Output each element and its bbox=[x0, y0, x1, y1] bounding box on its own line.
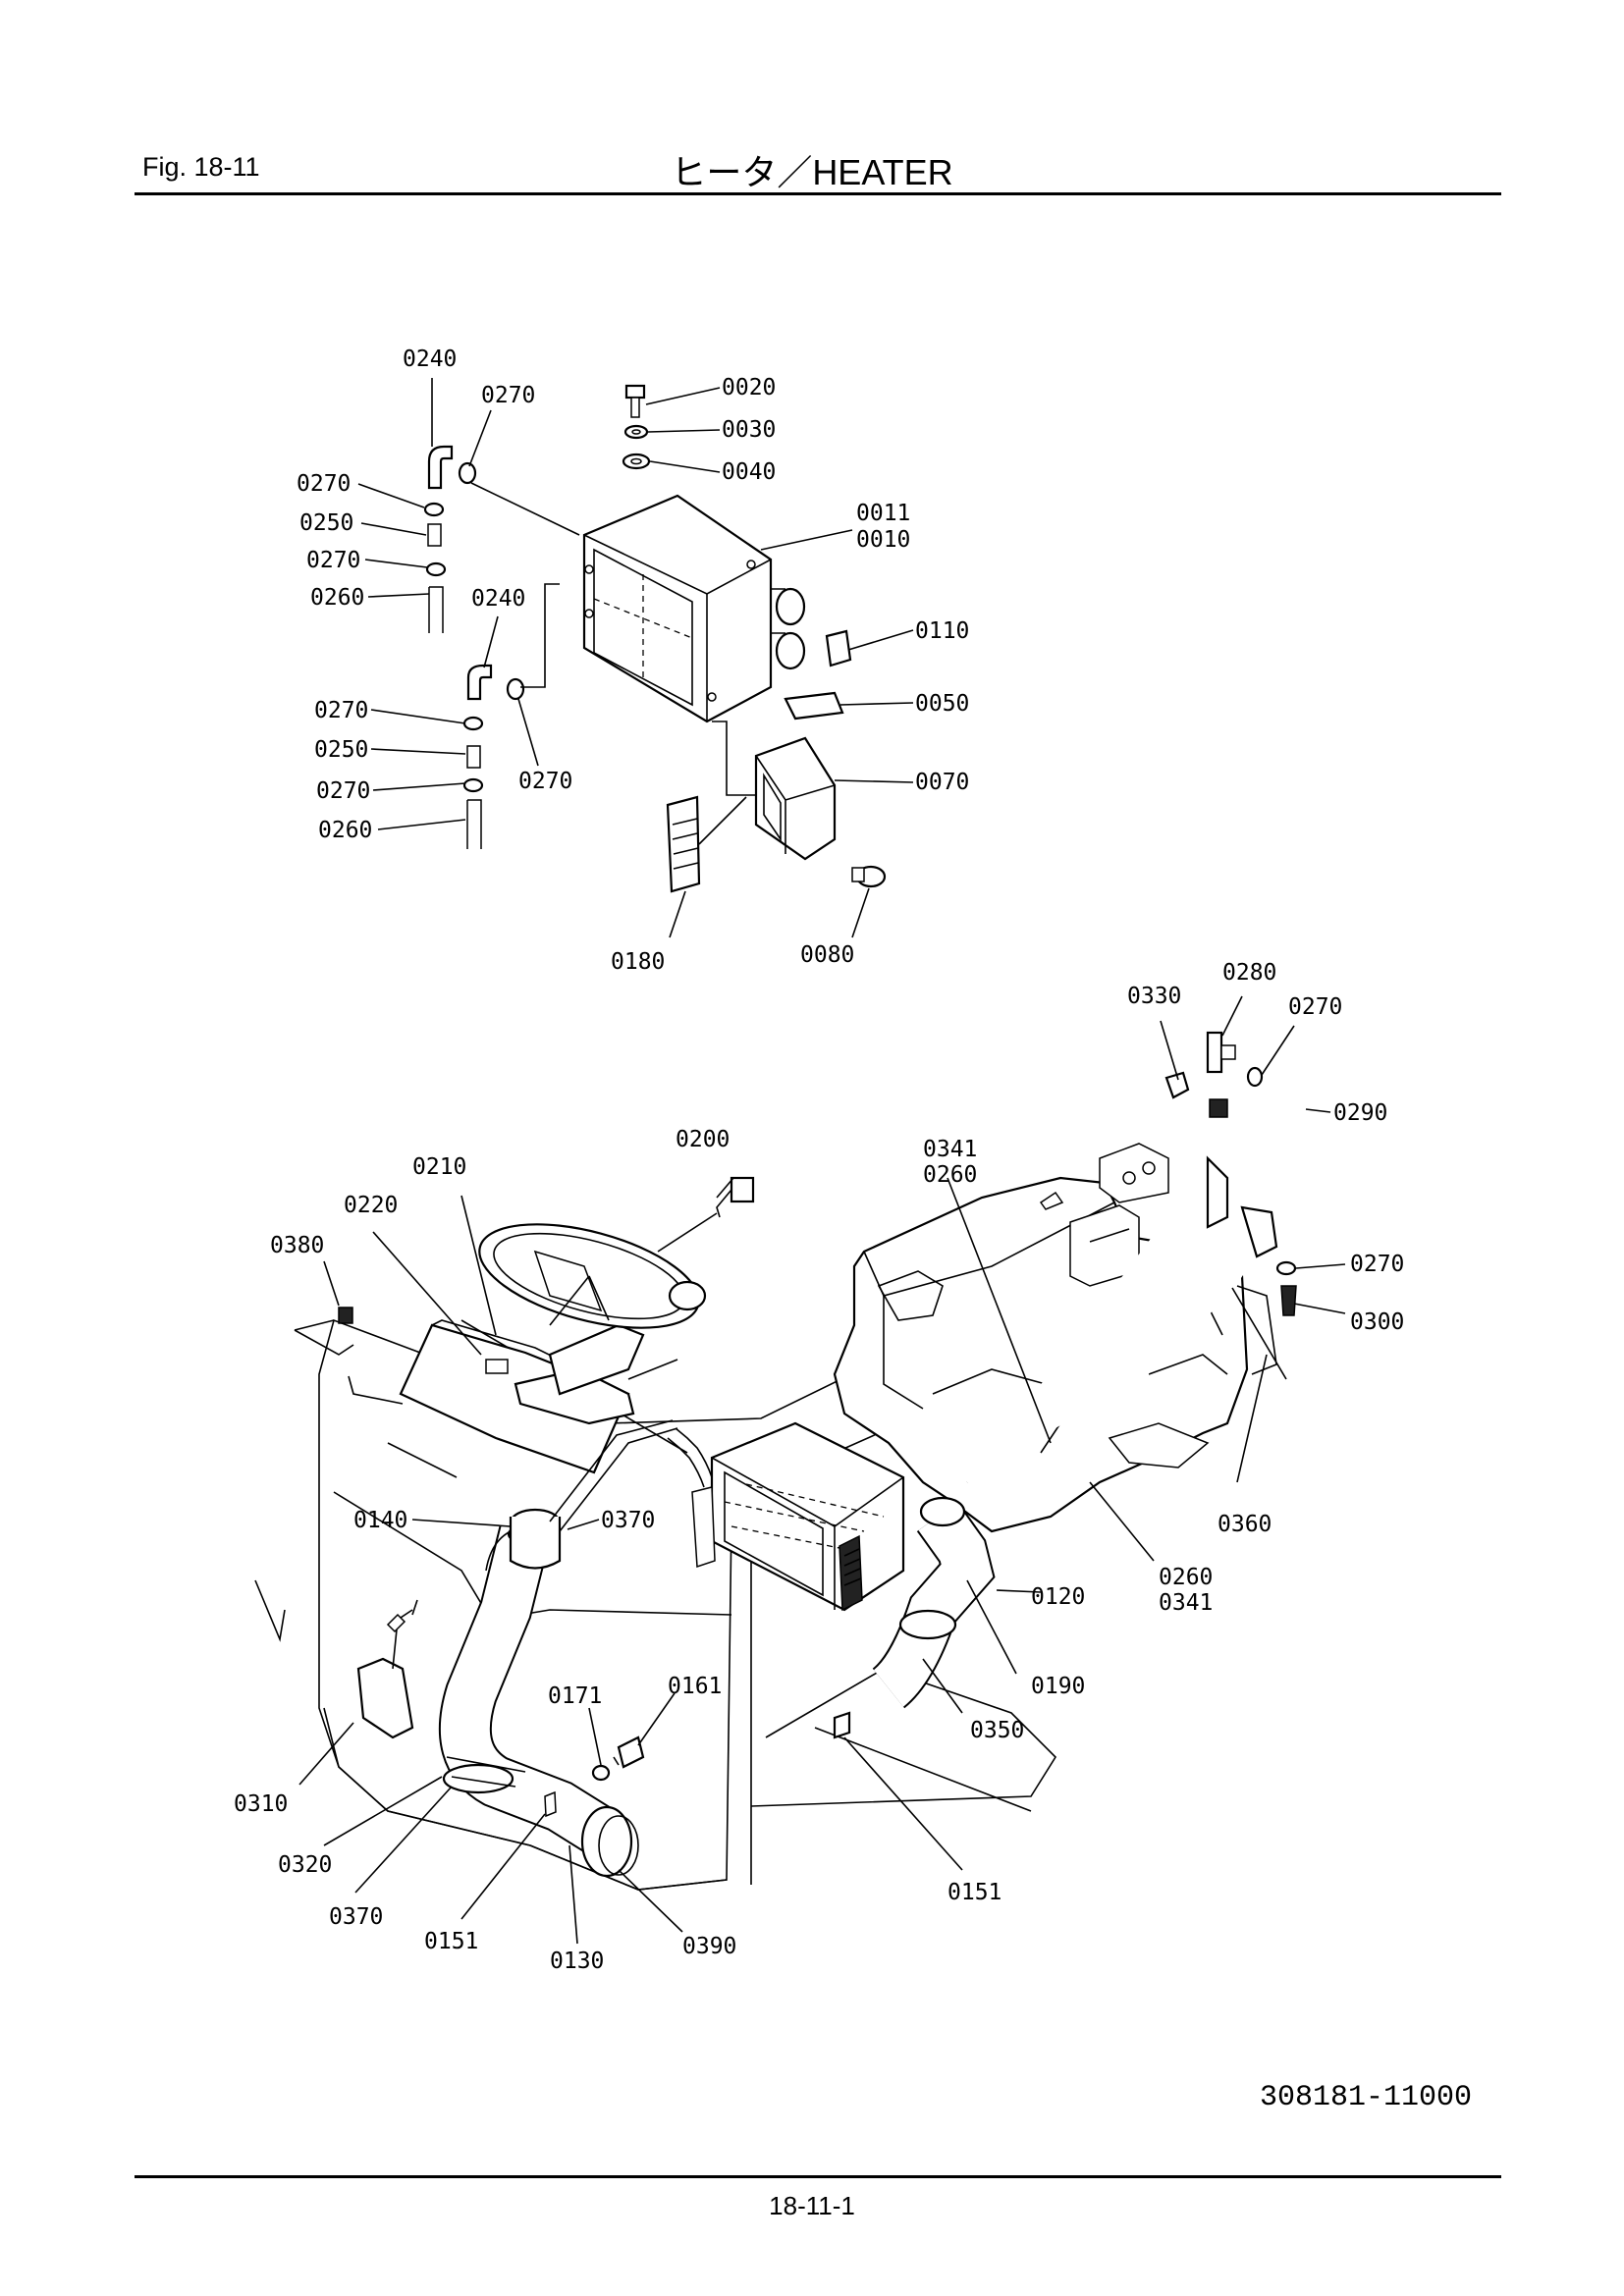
duct-hose-rear bbox=[871, 1496, 996, 1709]
callout-labels-upper: 0020 0030 0040 0011 0010 0110 0050 0070 … bbox=[297, 347, 969, 975]
hose-upper-right bbox=[963, 1077, 1314, 1489]
callout-labels-lower: 0330 0280 0270 0290 0341 0260 0200 0210 … bbox=[234, 960, 1404, 1974]
callout-0220: 0220 bbox=[344, 1193, 398, 1218]
nozzle-and-duct bbox=[784, 629, 852, 721]
bracket bbox=[544, 1711, 851, 1818]
heater-unit-installed bbox=[691, 1421, 905, 1612]
duct-hose-front bbox=[438, 1508, 633, 1878]
callout-0270: 0270 bbox=[314, 698, 368, 723]
drawing-number: 308181-11000 bbox=[1260, 2081, 1473, 2114]
callout-0180: 0180 bbox=[611, 949, 665, 975]
hose-0220 bbox=[485, 1419, 713, 1572]
callout-0040: 0040 bbox=[722, 459, 776, 485]
callout-0380: 0380 bbox=[270, 1233, 324, 1258]
callout-0120: 0120 bbox=[1031, 1584, 1085, 1610]
callout-0020: 0020 bbox=[722, 375, 776, 400]
callout-0330: 0330 bbox=[1127, 984, 1181, 1009]
upper-exploded-view: 0020 0030 0040 0011 0010 0110 0050 0070 … bbox=[297, 347, 969, 975]
callout-0130: 0130 bbox=[550, 1949, 604, 1974]
footer-rule bbox=[135, 2175, 1501, 2178]
figure-number: Fig. 18-11 bbox=[142, 152, 260, 182]
callout-0280: 0280 bbox=[1222, 960, 1276, 986]
callout-0370: 0370 bbox=[601, 1508, 655, 1533]
bolt-washer-lower bbox=[591, 1735, 645, 1782]
callout-0171: 0171 bbox=[548, 1683, 602, 1709]
callout-0010: 0010 bbox=[856, 527, 910, 553]
callout-0270: 0270 bbox=[306, 548, 360, 573]
switch bbox=[716, 1176, 755, 1218]
callout-0190: 0190 bbox=[1031, 1674, 1085, 1699]
lower-assembly-view: 0330 0280 0270 0290 0341 0260 0200 0210 … bbox=[234, 960, 1404, 1974]
callout-0070: 0070 bbox=[915, 770, 969, 795]
callout-0320: 0320 bbox=[278, 1852, 332, 1878]
callout-0250: 0250 bbox=[299, 510, 353, 536]
page-title: ヒータ／HEATER bbox=[671, 152, 953, 192]
heater-unit bbox=[582, 494, 806, 723]
filter-housing bbox=[754, 736, 837, 861]
callout-0080: 0080 bbox=[800, 942, 854, 968]
callout-0270: 0270 bbox=[481, 383, 535, 408]
callout-0030: 0030 bbox=[722, 417, 776, 443]
callout-0310: 0310 bbox=[234, 1791, 288, 1817]
callout-0240: 0240 bbox=[471, 586, 525, 612]
leader-lines-upper bbox=[357, 378, 914, 938]
lever-assembly bbox=[356, 1599, 418, 1739]
page-number: 18-11-1 bbox=[769, 2191, 855, 2220]
callout-0260: 0260 bbox=[318, 818, 372, 843]
hose-band bbox=[598, 1815, 639, 1876]
callout-0161: 0161 bbox=[668, 1674, 722, 1699]
callout-0270: 0270 bbox=[518, 769, 572, 794]
callout-0350: 0350 bbox=[970, 1718, 1024, 1743]
callout-0151: 0151 bbox=[424, 1929, 478, 1954]
callout-0341: 0341 bbox=[923, 1137, 977, 1162]
callout-0151: 0151 bbox=[947, 1880, 1001, 1905]
header-rule bbox=[135, 192, 1501, 195]
callout-0240: 0240 bbox=[403, 347, 457, 372]
callout-0110: 0110 bbox=[915, 618, 969, 644]
callout-0270: 0270 bbox=[1288, 994, 1342, 1020]
callout-0270: 0270 bbox=[316, 778, 370, 804]
callout-0270: 0270 bbox=[1350, 1252, 1404, 1277]
callout-0200: 0200 bbox=[676, 1127, 730, 1152]
clip bbox=[338, 1307, 353, 1324]
callout-0140: 0140 bbox=[353, 1508, 407, 1533]
steering-wheel bbox=[478, 1223, 707, 1329]
callout-0390: 0390 bbox=[682, 1934, 736, 1959]
leader-lines-lower bbox=[298, 995, 1346, 1945]
callout-0011: 0011 bbox=[856, 501, 910, 526]
knob bbox=[851, 865, 887, 888]
callout-0300: 0300 bbox=[1350, 1309, 1404, 1335]
callout-0050: 0050 bbox=[915, 691, 969, 717]
hose-fittings-lower bbox=[462, 664, 525, 849]
callout-0370: 0370 bbox=[329, 1904, 383, 1930]
callout-0270: 0270 bbox=[297, 471, 351, 497]
callout-0260: 0260 bbox=[1159, 1565, 1213, 1590]
callout-0250: 0250 bbox=[314, 737, 368, 763]
callout-0260: 0260 bbox=[310, 585, 364, 611]
callout-0341: 0341 bbox=[1159, 1590, 1213, 1616]
callout-0210: 0210 bbox=[412, 1154, 466, 1180]
dashboard-console bbox=[399, 1319, 678, 1474]
fittings-upper-right bbox=[1164, 1031, 1297, 1316]
bolt-washers bbox=[622, 384, 651, 470]
callout-0290: 0290 bbox=[1333, 1100, 1387, 1126]
callout-0360: 0360 bbox=[1218, 1512, 1272, 1537]
callout-0260: 0260 bbox=[923, 1162, 977, 1188]
filter-element bbox=[666, 795, 701, 893]
hose-fittings-upper bbox=[423, 445, 477, 633]
